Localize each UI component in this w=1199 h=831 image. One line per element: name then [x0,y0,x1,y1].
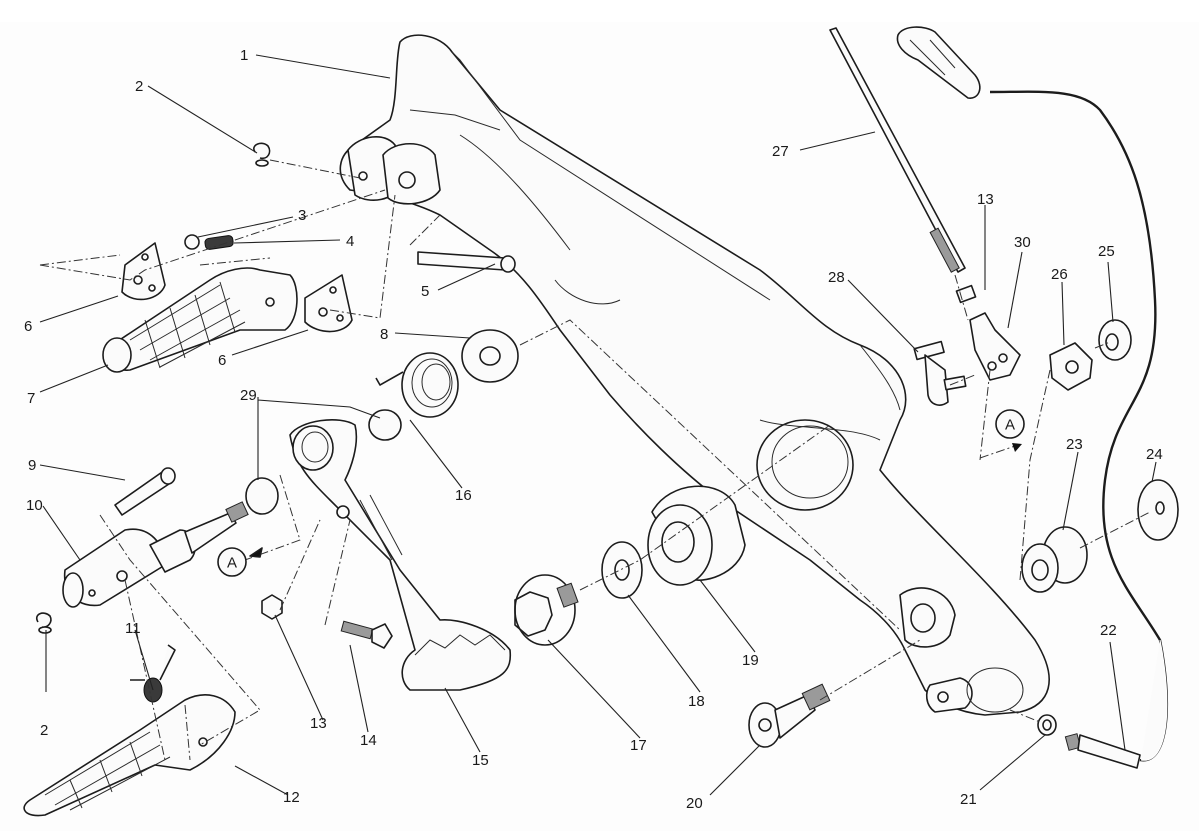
reference-marker-a-right: A [979,409,1025,459]
callout-26: 26 [1051,266,1068,283]
washer-18 [601,541,643,599]
electrical-connector [896,26,981,99]
callout-29: 29 [240,387,257,404]
footrest-plate-right [304,274,353,333]
reference-a-label: A [227,555,237,572]
leader-lines [39,54,1157,796]
callout-2: 2 [135,78,143,95]
callout-6: 6 [218,352,226,369]
pivot-pin [417,251,516,273]
passenger-footrest-shaft [62,501,249,608]
circlip-bottom [36,612,52,634]
callout-6: 6 [24,318,32,335]
flanged-screw [748,683,831,748]
sealing-washer [1037,714,1057,736]
callout-30: 30 [1014,234,1031,251]
callout-16: 16 [455,487,472,504]
detent-ball [184,234,200,250]
callout-8: 8 [380,326,388,343]
hex-bolt [340,620,393,649]
callout-25: 25 [1098,243,1115,260]
assembly-lines [39,159,1151,761]
callout-15: 15 [472,752,489,769]
hex-head-bolt-17 [514,574,579,646]
rider-footrest [102,267,298,373]
callout-13: 13 [310,715,327,732]
callout-13: 13 [977,191,994,208]
callout-17: 17 [630,737,647,754]
callout-22: 22 [1100,622,1117,639]
callout-14: 14 [360,732,377,749]
circlip-top [253,142,271,167]
spacer-bushing [1021,526,1088,593]
detent-spring [204,235,234,250]
bush-25 [1098,319,1132,361]
callout-23: 23 [1066,436,1083,453]
torsion-spring [130,644,176,703]
callout-4: 4 [346,233,354,250]
return-spring [375,352,459,418]
o-ring-upper [368,409,402,441]
callout-20: 20 [686,795,703,812]
roller-bushing [647,485,746,586]
callout-2: 2 [40,722,48,739]
top-margin [0,0,1199,22]
callout-19: 19 [742,652,759,669]
callout-7: 7 [27,390,35,407]
pin-9 [114,467,176,516]
gear-pedal-lever [289,419,512,691]
clevis-pin [913,340,967,406]
o-ring-lower [245,477,279,515]
reference-a-label: A [1005,417,1015,434]
reference-marker-a-left: A [217,547,263,577]
callout-labels: 1 2 2 3 4 5 6 6 7 8 9 10 11 12 13 13 14 … [24,47,1163,812]
callout-5: 5 [421,283,429,300]
nut-26 [1049,342,1093,391]
callout-28: 28 [828,269,845,286]
callout-11: 11 [125,620,141,637]
callout-21: 21 [960,791,977,808]
linkage-rod [829,27,966,273]
callout-24: 24 [1146,446,1163,463]
sensor-and-cable [989,90,1169,769]
hex-nut [261,594,283,620]
washer-8 [461,329,519,383]
callout-1: 1 [240,47,248,64]
passenger-footrest [23,694,236,817]
callout-27: 27 [772,143,789,160]
callout-12: 12 [283,789,300,806]
callout-3: 3 [298,207,306,224]
clevis [969,312,1021,381]
callout-9: 9 [28,457,36,474]
footrest-bracket [339,34,1050,716]
callout-18: 18 [688,693,705,710]
callout-10: 10 [26,497,43,514]
washer-24 [1137,479,1179,541]
